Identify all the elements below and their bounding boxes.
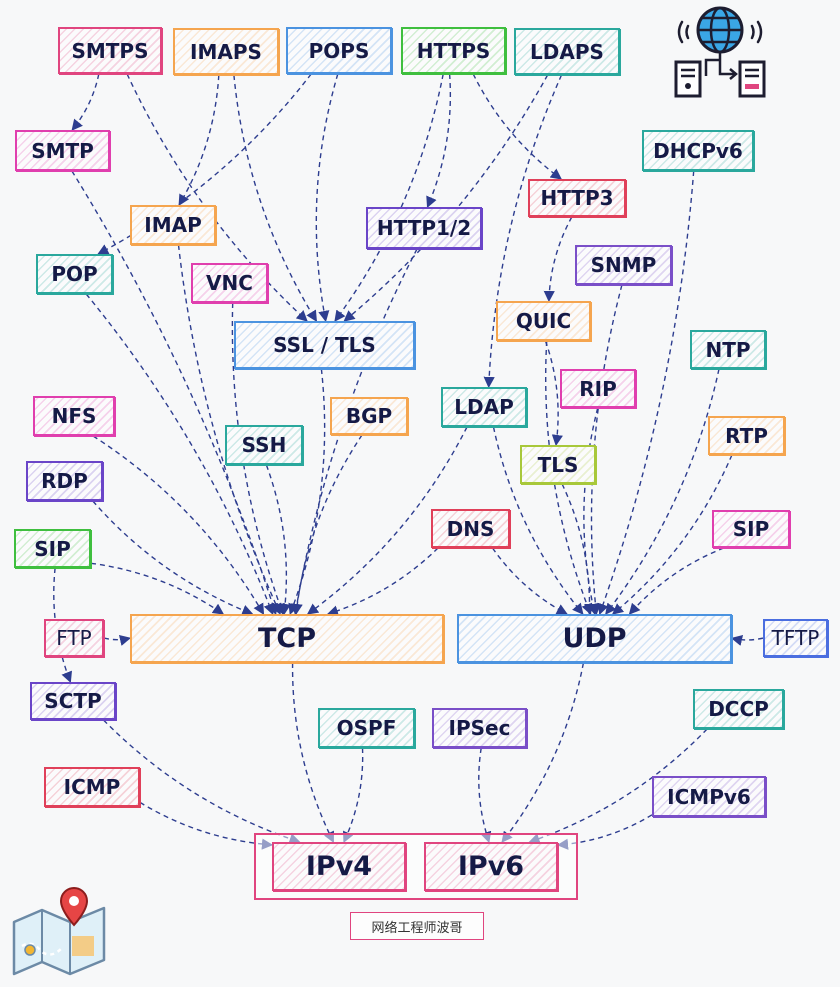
node-rip: RIP — [560, 369, 636, 408]
node-sipr: SIP — [712, 510, 790, 548]
edge-nfs-to-tcp — [92, 435, 265, 615]
node-smtp: SMTP — [15, 130, 110, 171]
node-icmpv6: ICMPv6 — [652, 776, 766, 817]
edge-dns-to-tcp — [326, 547, 439, 617]
node-dhcpv6: DHCPv6 — [642, 130, 754, 171]
node-rtp: RTP — [708, 416, 785, 455]
edge-snmp-to-udp — [589, 284, 623, 616]
edge-smtp-to-tcp — [71, 170, 278, 616]
edge-bgp-to-tcp — [291, 434, 363, 616]
node-ldaps: LDAPS — [514, 28, 620, 75]
node-vnc: VNC — [191, 263, 268, 303]
node-dccp: DCCP — [693, 689, 784, 729]
node-https: HTTPS — [401, 27, 506, 74]
edge-tftp-to-udp — [730, 635, 764, 646]
edge-ldaps-to-ldap — [483, 74, 563, 389]
node-dns: DNS — [431, 509, 510, 548]
edge-pop-to-tcp — [85, 293, 275, 616]
node-http12: HTTP1/2 — [366, 207, 482, 249]
node-ipv4: IPv4 — [272, 842, 406, 891]
edge-imaps-to-imap — [178, 74, 220, 206]
globe-server-icon — [674, 6, 766, 98]
node-smtps: SMTPS — [58, 27, 162, 74]
node-http3: HTTP3 — [528, 179, 626, 217]
edge-https-to-http12 — [426, 73, 452, 209]
node-udp: UDP — [457, 614, 732, 663]
node-sctp: SCTP — [30, 682, 116, 720]
edge-sipl-to-tcp — [90, 562, 225, 615]
node-icmp: ICMP — [44, 767, 140, 807]
edge-dhcpv6-to-udp — [597, 170, 695, 616]
edge-ssh-to-tcp — [265, 464, 291, 616]
node-ipv6: IPv6 — [424, 842, 558, 891]
node-tcp: TCP — [130, 614, 444, 663]
node-quic: QUIC — [496, 301, 591, 341]
node-bgp: BGP — [330, 397, 408, 435]
edge-icmpv6-to-ipv6 — [556, 814, 653, 850]
node-ssh: SSH — [225, 425, 303, 465]
edge-ipsec-to-ipv6 — [478, 747, 492, 844]
edge-ntp-to-udp — [605, 368, 720, 615]
node-tls: TLS — [520, 445, 596, 484]
node-sipl: SIP — [14, 529, 91, 568]
node-pops: POPS — [286, 27, 392, 74]
edge-ospf-to-ipv4 — [343, 747, 364, 844]
edge-imap-to-tcp — [177, 244, 282, 616]
node-ssltls: SSL / TLS — [234, 321, 415, 369]
edge-http3-to-quic — [543, 216, 573, 303]
edge-rip-to-udp — [583, 407, 599, 616]
edge-rdp-to-tcp — [92, 500, 254, 616]
node-ospf: OSPF — [318, 708, 415, 748]
edge-udp-to-ipv6 — [501, 662, 585, 843]
node-ntp: NTP — [690, 330, 766, 369]
node-imap: IMAP — [130, 205, 216, 245]
edge-ftp-to-tcp — [103, 634, 132, 646]
node-imaps: IMAPS — [173, 28, 279, 75]
edge-rtp-to-udp — [611, 454, 733, 615]
node-tftp: TFTP — [763, 619, 828, 657]
edge-smtps-to-smtp — [71, 73, 100, 131]
map-pin-icon — [12, 886, 106, 976]
edge-tcp-to-ipv4 — [291, 662, 335, 844]
edge-pops-to-pop — [97, 73, 312, 255]
node-snmp: SNMP — [575, 245, 672, 285]
edge-ldap-to-udp — [492, 426, 584, 615]
edge-tls-to-udp — [561, 483, 596, 616]
edge-https-to-http3 — [472, 73, 562, 180]
edge-sipr-to-udp — [628, 547, 725, 615]
edge-pops-to-ssltls — [315, 73, 339, 323]
node-pop: POP — [36, 254, 113, 294]
edge-dns-to-udp — [491, 547, 568, 615]
edge-quic-to-tls — [544, 340, 563, 447]
node-nfs: NFS — [33, 396, 115, 436]
node-ftp: FTP — [44, 619, 104, 657]
edge-imaps-to-ssltls — [233, 74, 317, 322]
edge-https-to-ssltls — [334, 73, 444, 322]
watermark-label: 网络工程师波哥 — [350, 912, 484, 940]
edge-ldaps-to-ssltls — [343, 74, 549, 322]
edge-ssltls-to-tcp — [288, 368, 326, 616]
edge-sctp-to-ipv4 — [103, 719, 301, 845]
edge-ldap-to-tcp — [306, 426, 468, 615]
node-ldap: LDAP — [441, 387, 527, 427]
node-rdp: RDP — [26, 461, 103, 501]
node-ipsec: IPSec — [432, 708, 527, 748]
